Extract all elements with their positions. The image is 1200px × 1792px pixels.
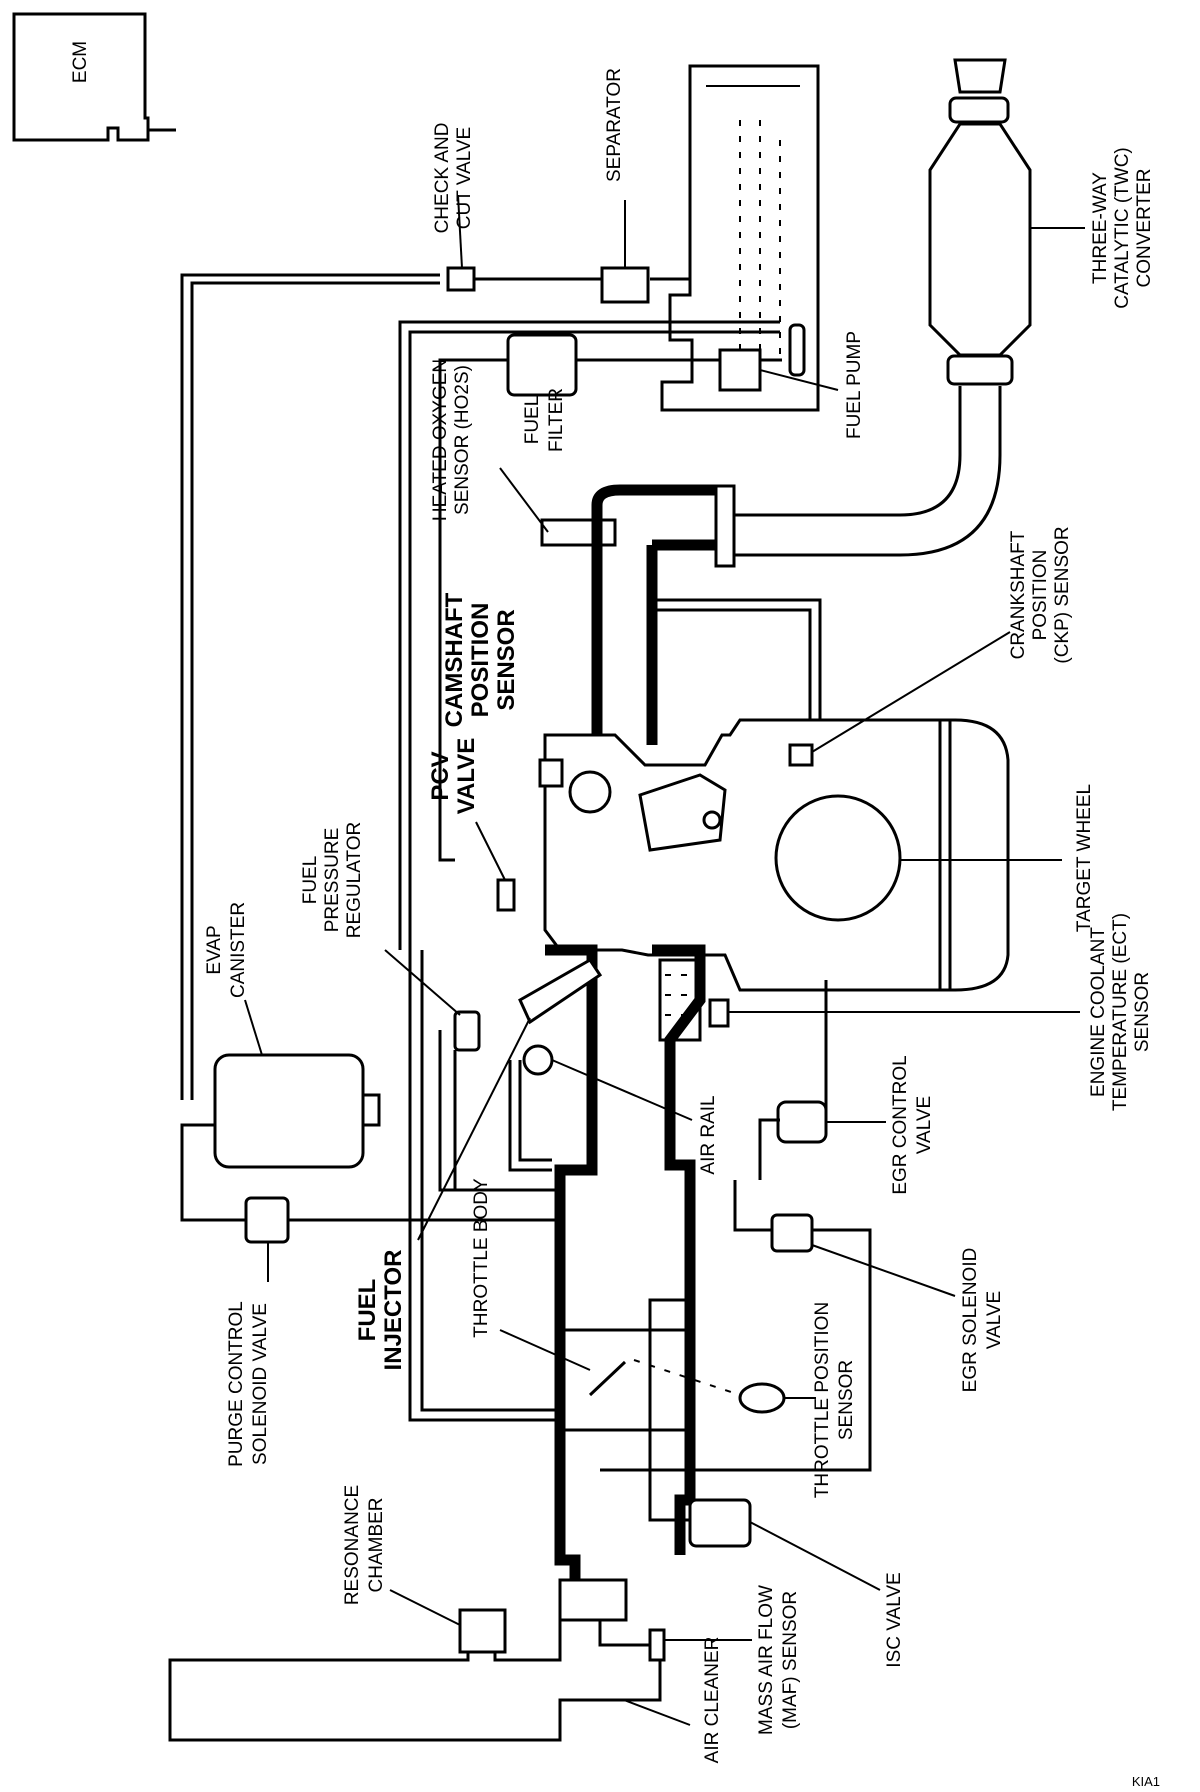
fuel-filter-label-1: FUEL	[522, 396, 543, 445]
ect-label-1: ENGINE COOLANT	[1088, 927, 1109, 1097]
egr-solenoid-label-2: VALVE	[984, 1291, 1005, 1349]
evap-label-1: EVAP	[204, 925, 225, 974]
camshaft-label-1: CAMSHAFT	[441, 592, 468, 727]
camshaft-label-2: POSITION	[467, 603, 494, 718]
injector-label-1: FUEL	[354, 1279, 381, 1342]
ho2s-label-1: HEATED OXYGEN	[430, 359, 451, 521]
throttle-body: THROTTLE BODY	[471, 1178, 692, 1432]
fuel-pressure-regulator: FUEL PRESSURE REGULATOR	[300, 822, 481, 1052]
injector-label-2: INJECTOR	[380, 1250, 407, 1371]
fuel-filter-label-2: FILTER	[546, 388, 567, 452]
egr-control-label-2: VALVE	[914, 1096, 935, 1154]
ect-label-3: SENSOR	[1132, 972, 1153, 1052]
camshaft-label-3: SENSOR	[493, 609, 520, 710]
isc-label: ISC VALVE	[884, 1572, 905, 1667]
exhaust-manifold	[591, 484, 716, 745]
check-valve-label-2: CUT VALVE	[454, 127, 475, 229]
exhaust-system: THREE-WAY CATALYTIC (TWC) CONVERTER	[714, 58, 1155, 568]
resonance-label-2: CHAMBER	[366, 1497, 387, 1592]
fpr-label-3: REGULATOR	[344, 822, 365, 939]
egr-solenoid-label-1: EGR SOLENOID	[960, 1248, 981, 1393]
air-rail: AIR RAIL	[508, 1044, 719, 1175]
ckp-sensor: CRANKSHAFT POSITION (CKP) SENSOR	[788, 526, 1073, 767]
egr-control-label-1: EGR CONTROL	[890, 1055, 911, 1194]
maf-label-2: (MAF) SENSOR	[780, 1591, 801, 1729]
ecm-module: ECM	[12, 12, 176, 142]
ho2s-label-2: SENSOR (HO2S)	[452, 365, 473, 515]
ecm-label: ECM	[70, 41, 91, 83]
vacuum-hoses	[408, 940, 560, 1422]
check-valve-label-1: CHECK AND	[432, 123, 453, 234]
fpr-label-2: PRESSURE	[322, 828, 343, 933]
evap-canister: EVAP CANISTER	[204, 902, 381, 1169]
fuel-pump-label: FUEL PUMP	[844, 331, 865, 439]
air-intake: RESONANCE CHAMBER MASS AIR FLOW (MAF) SE…	[168, 1485, 801, 1764]
purge-control-valve: PURGE CONTROL SOLENOID VALVE	[180, 1123, 560, 1467]
ckp-label-2: POSITION	[1030, 550, 1051, 641]
maf-label-1: MASS AIR FLOW	[756, 1585, 777, 1735]
egr-solenoid-valve: EGR SOLENOID VALVE	[600, 1180, 1005, 1472]
twc-label-2: CATALYTIC (TWC)	[1112, 147, 1133, 308]
target-wheel-label: TARGET WHEEL	[1074, 784, 1095, 932]
fuel-injector: FUEL INJECTOR	[354, 958, 603, 1371]
isc-valve: ISC VALVE	[648, 1298, 905, 1668]
air-rail-label: AIR RAIL	[698, 1095, 719, 1174]
figure-code: KIA1	[1132, 1774, 1160, 1789]
throttle-position-sensor: THROTTLE POSITION SENSOR	[633, 1302, 857, 1498]
tps-label-2: SENSOR	[836, 1360, 857, 1440]
pcv-label-2: VALVE	[453, 738, 480, 814]
fuel-lines: FUEL PUMP FUEL FILTER	[398, 320, 865, 950]
camshaft-sensor: CAMSHAFT POSITION SENSOR	[441, 592, 564, 788]
egr-control-valve: EGR CONTROL VALVE	[758, 980, 935, 1195]
twc-label-3: CONVERTER	[1134, 169, 1155, 288]
pcv-valve: PCV VALVE	[427, 738, 516, 912]
resonance-label-1: RESONANCE	[342, 1485, 363, 1605]
twc-label-1: THREE-WAY	[1090, 172, 1111, 284]
purge-label-2: SOLENOID VALVE	[250, 1303, 271, 1465]
separator-label: SEPARATOR	[604, 68, 625, 182]
ckp-label-1: CRANKSHAFT	[1008, 530, 1029, 659]
vapor-lines: CHECK AND CUT VALVE SEPARATOR	[180, 68, 690, 1100]
throttle-body-label: THROTTLE BODY	[471, 1178, 492, 1338]
ect-label-2: TEMPERATURE (ECT)	[1110, 913, 1131, 1111]
intake-manifold	[545, 944, 706, 1620]
evap-label-2: CANISTER	[228, 902, 249, 998]
ho2s-sensor: HEATED OXYGEN SENSOR (HO2S)	[430, 359, 617, 547]
air-cleaner-label: AIR CLEANER	[702, 1637, 723, 1764]
ckp-label-3: (CKP) SENSOR	[1052, 526, 1073, 663]
pcv-label-1: PCV	[427, 751, 454, 800]
tps-label-1: THROTTLE POSITION	[812, 1302, 833, 1498]
engine-block: TARGET WHEEL	[543, 598, 1095, 992]
purge-label-1: PURGE CONTROL	[226, 1301, 247, 1467]
ect-sensor: ENGINE COOLANT TEMPERATURE (ECT) SENSOR	[708, 913, 1153, 1111]
fuel-tank	[660, 64, 820, 412]
fpr-label-1: FUEL	[300, 856, 321, 905]
